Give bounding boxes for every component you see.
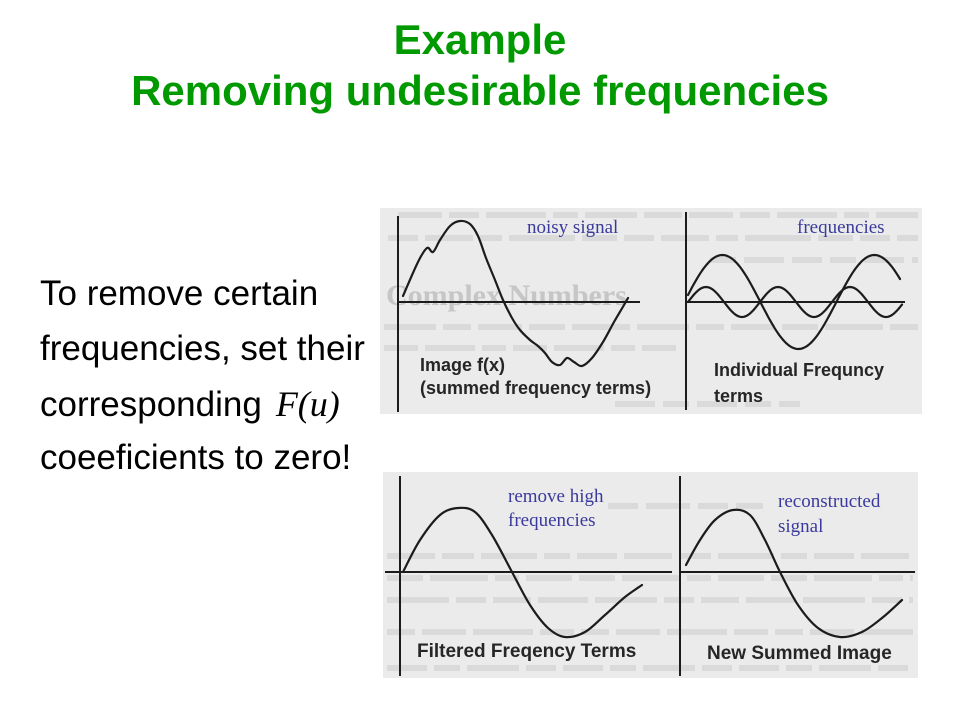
annotation-line: frequencies (508, 510, 596, 531)
annotation-remove-high-frequencies: remove high frequencies (508, 485, 604, 533)
annotation-line: remove high (508, 486, 604, 507)
plot-caption: (summed frequency terms) (420, 378, 651, 398)
reconstructed-signal-curve (684, 508, 904, 639)
noisy-signal-curve (401, 219, 630, 368)
top-scanned-figure: Complex Numbers Image f(x) (summed frequ… (380, 208, 922, 414)
plot-caption: Individual Frequncy (714, 360, 884, 380)
bottom-scanned-figure: Filtered Freqency Terms New Summed Image (383, 472, 918, 678)
bottom-figure-svg: Filtered Freqency Terms New Summed Image (385, 476, 915, 676)
body-line-3: corresponding F(u) (40, 384, 340, 425)
plot-caption: Filtered Freqency Terms (417, 641, 636, 662)
plot-caption: Image f(x) (420, 355, 505, 375)
top-figure-svg: Complex Numbers Image f(x) (summed frequ… (384, 212, 918, 412)
slide-title-line1: Example (393, 16, 567, 63)
scan-texture (384, 212, 918, 407)
body-line-1: To remove certain (40, 274, 319, 313)
body-line-2: frequencies, set their (40, 329, 365, 368)
frequency-components-plot: Individual Frequncy terms (685, 212, 905, 410)
annotation-noisy-signal: noisy signal (527, 217, 619, 238)
filtered-frequency-curve (401, 506, 644, 639)
high-frequency-curve (686, 285, 904, 319)
annotation-line: signal (778, 516, 824, 537)
summed-image-plot: New Summed Image (679, 476, 915, 676)
filtered-terms-plot: Filtered Freqency Terms (385, 476, 672, 676)
low-frequency-curve (686, 253, 902, 351)
body-line-4: coeeficients to zero! (40, 438, 352, 477)
plot-caption: terms (714, 386, 763, 406)
plot-caption: New Summed Image (707, 643, 892, 664)
noisy-signal-plot: Image f(x) (summed frequency terms) (397, 216, 651, 412)
annotation-frequencies: frequencies (797, 217, 885, 238)
math-expression: F(u) (275, 384, 340, 424)
body-line-3-text: corresponding (40, 385, 262, 424)
annotation-reconstructed-signal: reconstructed signal (778, 489, 880, 539)
scan-texture (387, 503, 913, 671)
annotation-line: reconstructed (778, 491, 881, 512)
slide-title-line2: Removing undesirable frequencies (131, 67, 829, 114)
